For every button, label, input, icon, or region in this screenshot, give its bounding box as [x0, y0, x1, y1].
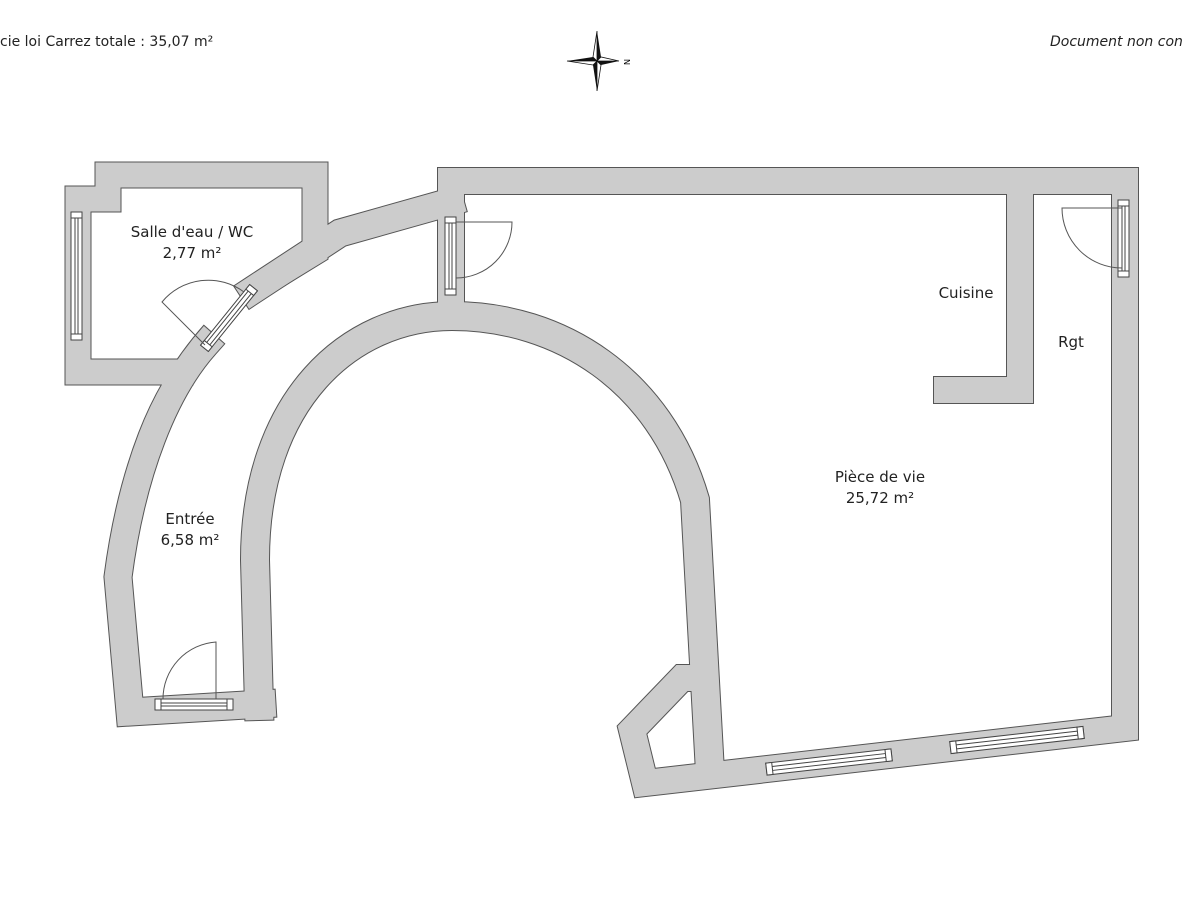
window-wc: [70, 211, 83, 341]
door-swings: [161, 207, 1123, 700]
wall-arch: [240, 301, 725, 787]
room-entree-name: Entrée: [165, 510, 215, 528]
wall-corridor: [234, 185, 467, 309]
compass-north-letter: N: [622, 59, 631, 65]
room-entree-area: 6,58 m²: [160, 531, 220, 549]
room-wc-name: Salle d'eau / WC: [130, 223, 254, 241]
window-living-bottom-2: [949, 725, 1085, 755]
room-living: Pièce de vie 25,72 m²: [835, 467, 925, 509]
room-cuisine-name: Cuisine: [938, 284, 994, 302]
room-wc: Salle d'eau / WC 2,77 m²: [131, 222, 254, 264]
total-area-label: cie loi Carrez totale : 35,07 m²: [0, 34, 214, 50]
room-living-name: Pièce de vie: [834, 468, 926, 486]
disclaimer-label: Document non con: [1050, 34, 1183, 50]
room-entree: Entrée 6,58 m²: [161, 509, 220, 551]
compass-rose-icon: N: [566, 30, 631, 92]
door-frame-wc: [199, 283, 259, 353]
door-swing-wc: [161, 279, 245, 346]
room-wc-area: 2,77 m²: [162, 244, 222, 262]
door-swing-entree: [162, 641, 217, 700]
window-living-bottom-1: [765, 748, 893, 776]
window-rgt: [1117, 199, 1130, 278]
door-swing-rgt: [1061, 207, 1123, 269]
wall-entree-curve: [104, 325, 277, 727]
door-swing-living: [455, 221, 513, 279]
walls: [64, 161, 1139, 799]
window-living-left: [444, 216, 457, 296]
window-entree: [154, 698, 234, 711]
wall-cuisine: [934, 180, 1033, 403]
room-living-area: 25,72 m²: [845, 489, 915, 507]
windows: [70, 199, 1130, 776]
room-rgt-name: Rgt: [1058, 333, 1084, 351]
